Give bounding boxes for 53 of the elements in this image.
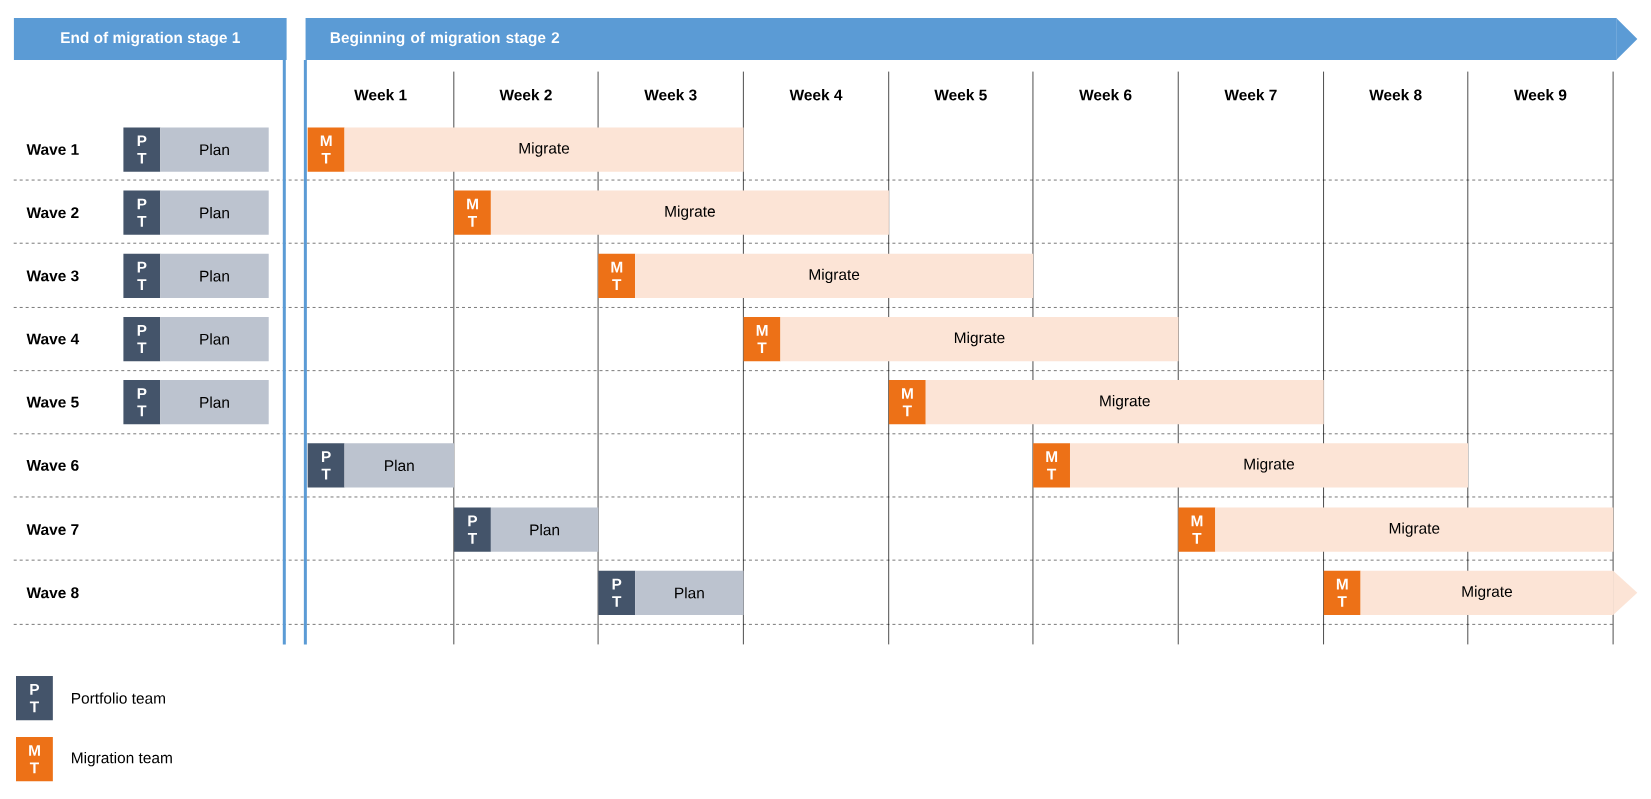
team-badge: P T: [123, 127, 161, 172]
wave-label: Wave 8: [26, 587, 79, 599]
wave-label: Wave 7: [26, 524, 79, 535]
migrate-bar: Migrate: [1070, 443, 1468, 488]
migrate-bar: Migrate: [344, 127, 744, 172]
week-label: Week 8: [1369, 89, 1422, 101]
legend-text: Portfolio team: [72, 692, 165, 704]
migrate-bar: Migrate: [780, 316, 1179, 362]
legend-text: Migration team: [72, 751, 172, 767]
team-badge: P T: [123, 190, 161, 235]
plan-bar: Plan: [160, 253, 269, 298]
plan-bar: Plan: [160, 380, 269, 425]
team-badge: M T: [743, 316, 781, 362]
week-label: Week 4: [789, 89, 843, 101]
week-label: Week 1: [354, 89, 407, 101]
week-label: Week 7: [1224, 89, 1277, 101]
plan-bar: Plan: [490, 507, 599, 552]
week-label: Week 5: [934, 89, 987, 101]
team-badge: M T: [1178, 507, 1216, 552]
wave-label: Wave 6: [26, 459, 79, 471]
team-badge: M T: [598, 253, 636, 298]
team-badge: M T: [454, 190, 491, 235]
plan-bar: Plan: [160, 190, 269, 235]
plan-bar: Plan: [635, 570, 744, 615]
team-badge: M T: [307, 127, 345, 172]
migrate-bar: Migrate: [635, 253, 1034, 298]
team-badge: M T: [1323, 570, 1361, 615]
team-badge: P T: [123, 316, 161, 362]
wave-label: Wave 1: [26, 144, 79, 155]
week-label: Week 6: [1079, 89, 1132, 101]
week-label: Week 3: [644, 89, 697, 101]
stage-banner: End of migration stage 1: [13, 17, 287, 60]
stage-arrow-banner: Beginning of migration stage 2: [305, 17, 1638, 60]
week-label: Week 9: [1514, 89, 1567, 101]
team-badge: M T: [1033, 443, 1070, 488]
team-badge: P T: [307, 443, 345, 488]
wave-label: Wave 5: [26, 396, 79, 408]
plan-bar: Plan: [344, 443, 455, 488]
wave-label: Wave 4: [26, 333, 80, 345]
team-badge: P T: [123, 253, 161, 298]
wave-label: Wave 3: [26, 270, 79, 282]
team-badge: M T: [888, 380, 926, 425]
plan-bar: Plan: [160, 316, 269, 362]
migrate-bar: Migrate: [925, 380, 1324, 425]
week-label: Week 2: [499, 89, 552, 101]
team-badge: P T: [598, 570, 636, 615]
team-badge: P T: [123, 380, 161, 425]
plan-bar: Plan: [160, 127, 269, 172]
migrate-bar: Migrate: [1215, 507, 1614, 552]
team-badge: P T: [454, 507, 491, 552]
wave-label: Wave 2: [26, 207, 79, 219]
migrate-bar: Migrate: [490, 190, 889, 235]
migrate-bar: Migrate: [1360, 570, 1638, 615]
